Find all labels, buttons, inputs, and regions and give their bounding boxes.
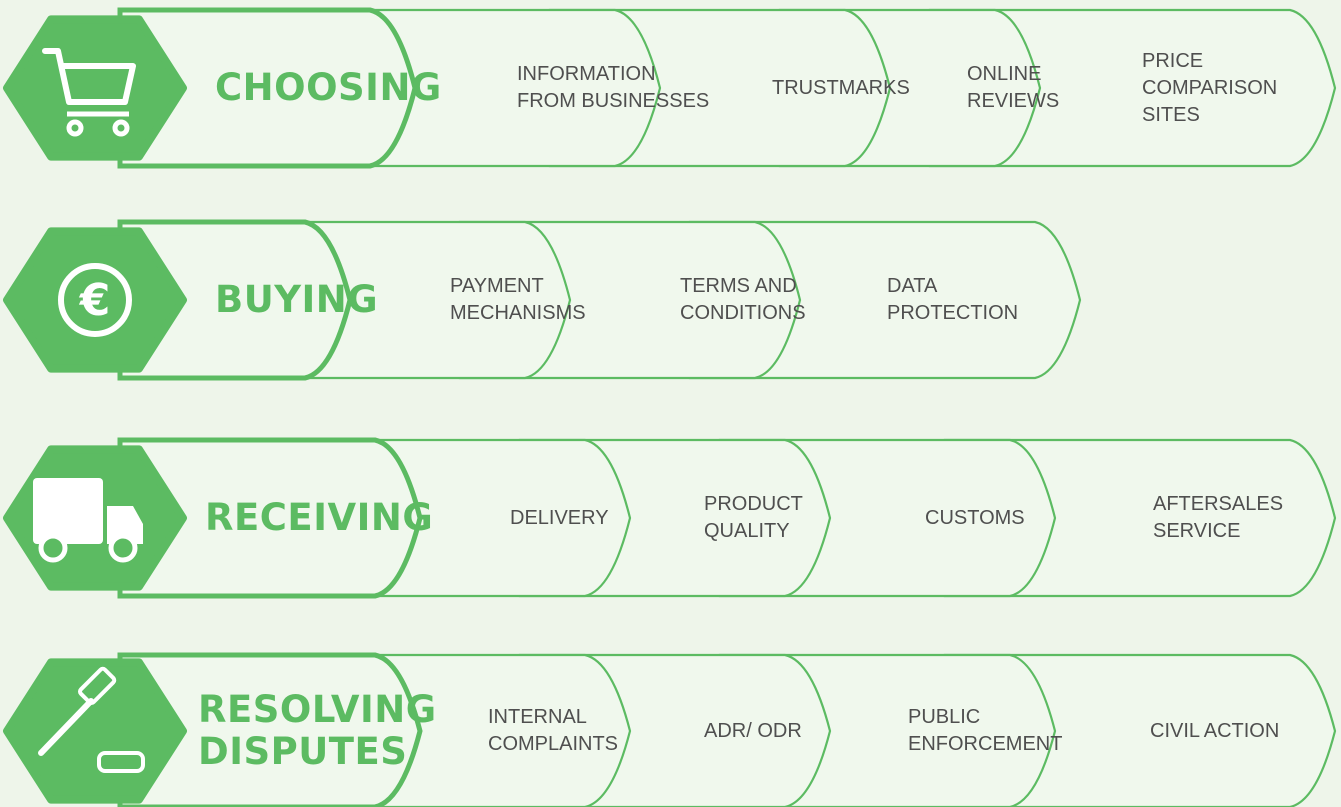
step-label: DATA PROTECTION xyxy=(887,275,1019,324)
stage-title: RECEIVING xyxy=(205,496,434,539)
step-label: INFORMATION FROM BUSINESSES xyxy=(517,63,710,112)
step-label: ADR/ ODR xyxy=(704,719,802,742)
stage-title: RESOLVING DISPUTES xyxy=(198,688,437,773)
step-label: ONLINE REVIEWS xyxy=(967,63,1060,112)
step-label: CIVIL ACTION xyxy=(1150,719,1280,742)
icon-badge xyxy=(3,227,187,373)
row-3 xyxy=(3,652,1337,807)
stage-chevron xyxy=(117,7,418,169)
step-label: PRICE COMPARISON SITES xyxy=(1142,49,1278,126)
stage-chevron xyxy=(117,437,423,599)
stage-title: CHOOSING xyxy=(215,66,442,109)
step-label: INTERNAL COMPLAINTS xyxy=(488,706,619,755)
step-label: PRODUCT QUALITY xyxy=(704,493,803,542)
euro-icon: € xyxy=(58,263,132,337)
step-chevron xyxy=(928,8,1337,168)
icon-badge xyxy=(3,658,187,804)
step-label: AFTERSALES SERVICE xyxy=(1153,493,1284,542)
gavel-icon xyxy=(38,666,145,773)
step-label: DELIVERY xyxy=(510,506,609,529)
svg-text:€: € xyxy=(79,275,111,326)
stage-chevron xyxy=(117,219,353,381)
row-0 xyxy=(3,7,1337,169)
step-label: TERMS AND CONDITIONS xyxy=(680,275,806,324)
step-label: TRUSTMARKS xyxy=(772,76,910,99)
step-label: PUBLIC ENFORCEMENT xyxy=(908,706,1063,755)
stage-chevron xyxy=(117,652,423,807)
stage-title: BUYING xyxy=(215,278,379,321)
row-2 xyxy=(3,437,1337,599)
delivery-truck-icon xyxy=(33,478,143,563)
step-label: PAYMENT MECHANISMS xyxy=(450,275,586,324)
row-1: € xyxy=(3,219,1082,381)
step-label: CUSTOMS xyxy=(925,506,1025,529)
shopping-cart-icon xyxy=(42,48,136,137)
icon-badge xyxy=(3,15,187,161)
